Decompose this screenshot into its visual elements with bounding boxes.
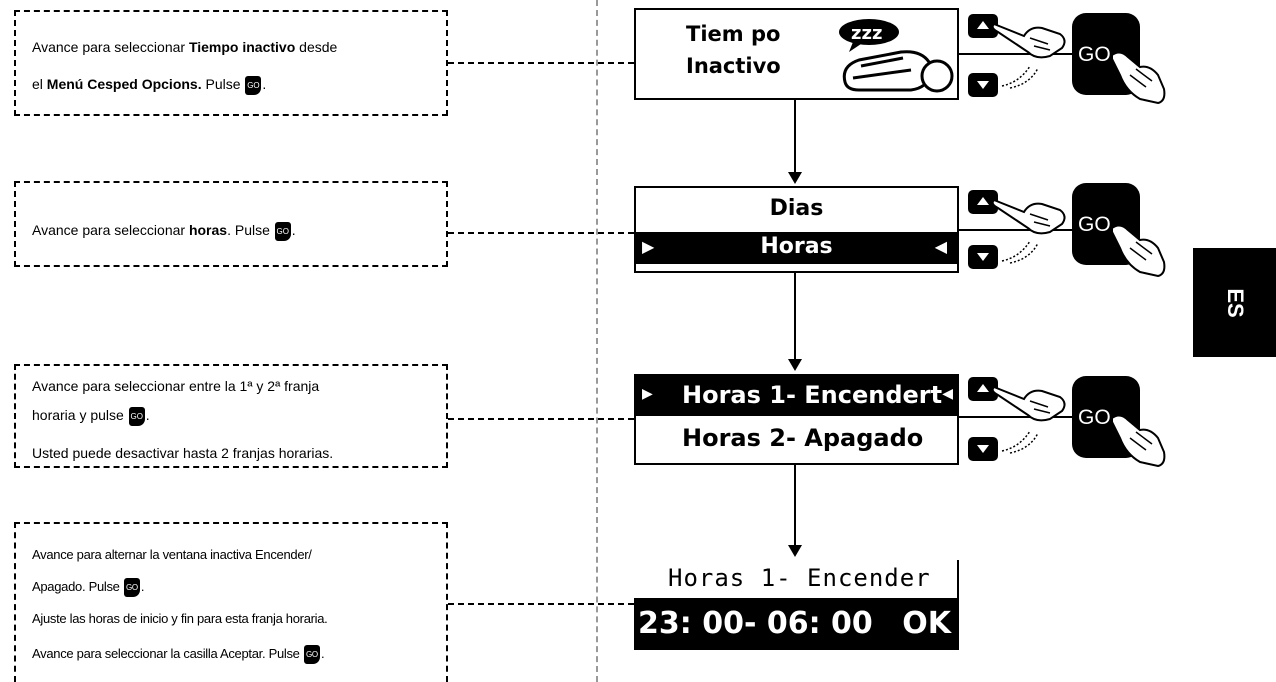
go-button-icon: GO — [245, 75, 262, 95]
scroll-down-button[interactable] — [968, 437, 998, 461]
screen-tiempo-inactivo: Tiem po Inactivo zzz — [634, 8, 959, 100]
screen-1-line-2: Inactivo — [686, 54, 781, 78]
screen-4-line-1: Horas 1- Encender — [668, 564, 931, 592]
pressing-hand-icon — [1111, 51, 1166, 105]
connector-1 — [448, 62, 634, 64]
step-4-line-3: Ajuste las horas de inicio y fin para es… — [32, 611, 328, 626]
scroll-down-button[interactable] — [968, 245, 998, 269]
screen-3-line-2: Horas 2- Apagado — [682, 424, 924, 452]
button-line-2 — [959, 229, 1075, 231]
screen-dias-horas: Dias ▶ Horas ◀ — [634, 186, 959, 273]
screen-2-line-1: Dias — [769, 196, 824, 221]
flow-arrow-1-head — [788, 172, 802, 184]
pressing-hand-icon — [1111, 224, 1166, 278]
go-button-icon: GO — [303, 645, 320, 665]
flow-arrow-1 — [794, 100, 796, 174]
step-2-box — [14, 181, 448, 267]
screen-2-selected-row: ▶ Horas ◀ — [636, 232, 957, 264]
go-button-icon: GO — [274, 221, 291, 241]
go-button-label: GO — [1078, 406, 1111, 429]
dotted-motion-icon — [1001, 65, 1039, 89]
step-3-box — [14, 364, 448, 468]
step-3-line-2: horaria y pulse GO. — [32, 406, 150, 426]
step-3-line-1: Avance para seleccionar entre la 1ª y 2ª… — [32, 378, 320, 394]
go-button-label: GO — [1078, 43, 1111, 66]
language-tab-label: ES — [1222, 287, 1248, 318]
go-button-label: GO — [1078, 213, 1111, 236]
row-left-marker-icon: ▶ — [642, 386, 653, 402]
row-left-marker-icon: ▶ — [642, 237, 655, 256]
go-button-icon: GO — [123, 578, 140, 598]
pressing-hand-icon — [1111, 414, 1166, 468]
flow-arrow-2-head — [788, 359, 802, 371]
go-button-icon: GO — [128, 406, 145, 426]
connector-3 — [448, 418, 634, 420]
button-line-3 — [959, 416, 1075, 418]
row-right-marker-icon: ◀ — [942, 386, 953, 402]
mower-sleeping-icon: zzz — [839, 19, 954, 93]
scroll-up-button[interactable] — [968, 377, 998, 401]
step-4-line-4: Avance para seleccionar la casilla Acept… — [32, 645, 325, 665]
pointing-hand-icon — [991, 22, 1066, 59]
screen-4-selected-row: 23: 00- 06: 00 OK — [634, 598, 957, 648]
language-tab: ES — [1193, 248, 1276, 357]
screen-1-line-1: Tiem po — [686, 22, 781, 46]
pointing-hand-icon — [991, 198, 1066, 235]
dotted-motion-icon — [1001, 430, 1039, 454]
screen-4-time-range: 23: 00- 06: 00 — [638, 606, 873, 641]
step-3-line-3: Usted puede desactivar hasta 2 franjas h… — [32, 445, 334, 461]
step-1-line-2: el Menú Cesped Opcions. Pulse GO. — [32, 75, 266, 95]
flow-arrow-3-head — [788, 545, 802, 557]
button-line-1 — [959, 53, 1075, 55]
row-right-marker-icon: ◀ — [934, 237, 947, 256]
flow-arrow-3 — [794, 465, 796, 547]
step-2-line-1: Avance para seleccionar horas. Pulse GO. — [32, 221, 296, 241]
screen-4-ok-label: OK — [902, 606, 951, 641]
step-4-line-1: Avance para alternar la ventana inactiva… — [32, 547, 312, 562]
connector-2 — [448, 232, 634, 234]
zzz-label: zzz — [851, 23, 882, 44]
step-4-line-2: Apagado. Pulse GO. — [32, 578, 145, 598]
screen-3-selected-row: ▶ Horas 1- Encendert ◀ — [636, 374, 957, 416]
step-1-box — [14, 10, 448, 116]
screen-2-line-2: Horas — [760, 234, 833, 259]
screen-franjas: ▶ Horas 1- Encendert ◀ Horas 2- Apagado — [634, 374, 959, 465]
step-1-line-1: Avance para seleccionar Tiempo inactivo … — [32, 39, 338, 55]
scroll-down-button[interactable] — [968, 73, 998, 97]
dotted-motion-icon — [1001, 240, 1039, 264]
connector-4 — [448, 603, 634, 605]
screen-horario: Horas 1- Encender 23: 00- 06: 00 OK — [634, 560, 959, 650]
column-divider — [596, 0, 598, 682]
step-4-box — [14, 522, 448, 682]
flow-arrow-2 — [794, 273, 796, 361]
pointing-hand-icon — [991, 385, 1066, 422]
screen-3-line-1: Horas 1- Encendert — [682, 381, 943, 409]
